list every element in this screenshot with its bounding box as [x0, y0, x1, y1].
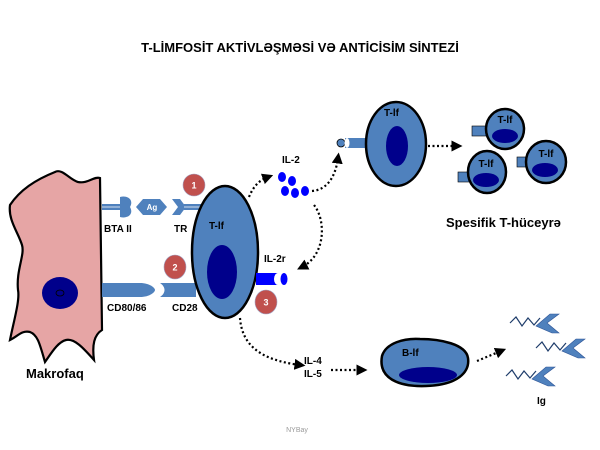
tcr-label: TR: [174, 224, 188, 235]
nucleolus: [55, 289, 65, 297]
t-cell-clone-3-label: T-lf: [539, 149, 555, 160]
b-cell-label: B-lf: [402, 348, 419, 359]
mhc-receptor: [102, 196, 132, 218]
antibody-3: [505, 366, 556, 387]
antigen: [136, 199, 167, 215]
t-cell-clone-2: [457, 149, 508, 195]
arrow-il2-to-activated: [311, 152, 343, 193]
step-badge-1: 1: [182, 173, 206, 197]
diagram-title: T-LİMFOSİT AKTİVLƏŞMƏSİ VƏ ANTİCİSİM SİN…: [141, 40, 459, 55]
mhc-label: BTA II: [104, 224, 132, 235]
b-cell: [380, 337, 470, 388]
il2-label: IL-2: [282, 155, 300, 166]
antibody-1: [509, 313, 560, 334]
cd28-molecule: [160, 283, 196, 297]
watermark: NYBay: [286, 427, 308, 434]
il5-label: IL-5: [304, 369, 322, 380]
macrophage-body: [8, 170, 104, 365]
t-cell-clone-1: [471, 107, 526, 151]
arrow-il2-to-receptor: [297, 204, 323, 270]
macrophage-nucleus: [42, 277, 78, 309]
step-badge-3: 3: [254, 289, 278, 315]
step-badge-2: 2: [163, 254, 187, 280]
svg-text:2: 2: [172, 263, 177, 273]
t-cell-clone-1-label: T-lf: [498, 115, 514, 126]
arrow-tcell-to-il2: [247, 173, 274, 198]
antibody-2: [535, 338, 586, 359]
t-cell-main: [190, 184, 260, 320]
arrow-tcell-to-il4: [238, 317, 306, 370]
t-cell-main-label: T-lf: [209, 221, 225, 232]
svg-text:1: 1: [191, 181, 196, 191]
t-cell-activated-label: T-lf: [384, 108, 400, 119]
il4-label: IL-4: [304, 356, 322, 367]
il2-receptor: [256, 273, 288, 285]
macrophage: [8, 170, 104, 365]
cd28-label: CD28: [172, 303, 198, 314]
tcr-receptor: [172, 199, 202, 215]
cd80-86-molecule: [102, 283, 155, 297]
antigen-label: Ag: [147, 203, 158, 212]
macrophage-label: Makrofaq: [26, 366, 84, 381]
svg-text:3: 3: [263, 298, 268, 308]
t-cell-clone-3: [516, 139, 568, 185]
arrow-bcell-to-ig: [476, 348, 507, 363]
il2-molecules: [278, 172, 309, 198]
t-cell-clone-2-label: T-lf: [479, 159, 495, 170]
ig-label: Ig: [537, 396, 546, 407]
il2r-label: IL-2r: [264, 254, 286, 265]
specific-t-cells-label: Spesifik T-hüceyrə: [446, 215, 561, 230]
t-cell-activated: [336, 100, 428, 188]
cd80-86-label: CD80/86: [107, 303, 147, 314]
